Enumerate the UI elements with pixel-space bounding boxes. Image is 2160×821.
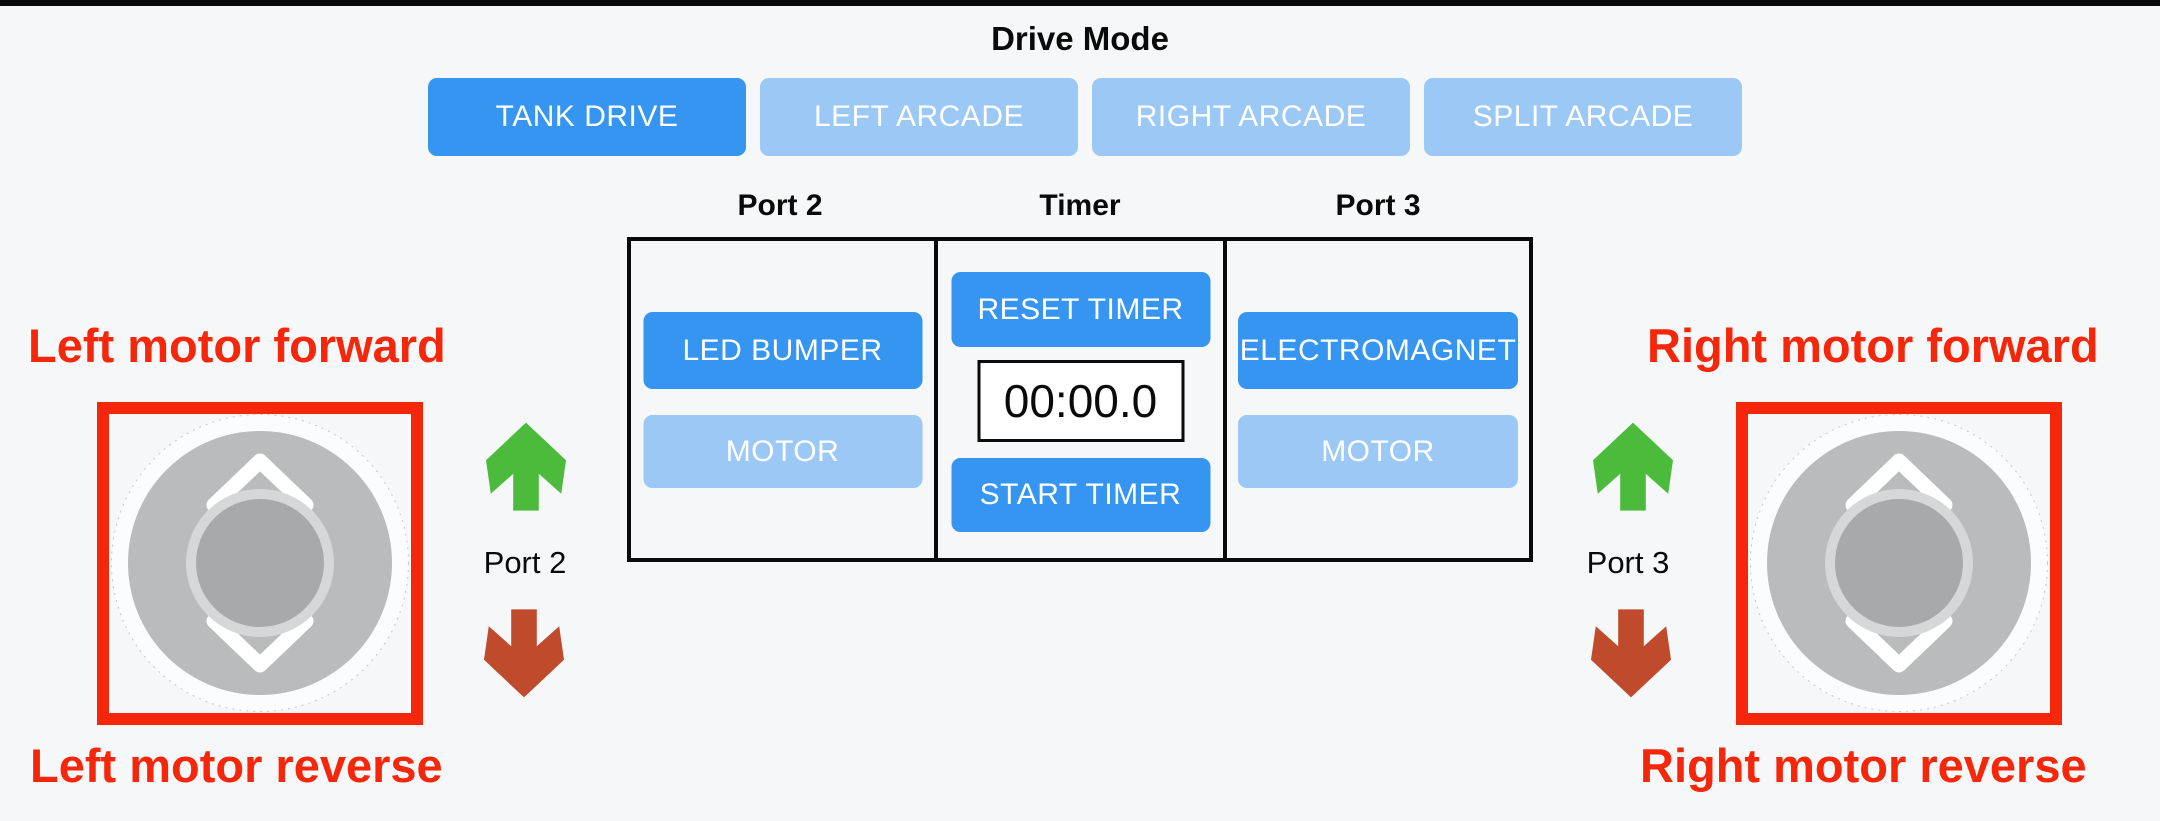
right-reverse-arrow-icon <box>1591 606 1671 700</box>
joystick-knob[interactable] <box>196 499 324 627</box>
port3-motor-button[interactable]: MOTOR <box>1238 415 1518 488</box>
chevron-up-icon <box>206 453 314 513</box>
joystick-knob[interactable] <box>1835 499 1963 627</box>
port2-column: LED BUMPER MOTOR <box>631 241 934 558</box>
tank-drive-button[interactable]: TANK DRIVE <box>428 78 746 156</box>
right-arcade-button[interactable]: RIGHT ARCADE <box>1092 78 1410 156</box>
left-motor-reverse-label: Left motor reverse <box>30 739 443 792</box>
drive-mode-button-group: TANK DRIVE LEFT ARCADE RIGHT ARCADE SPLI… <box>428 78 1742 156</box>
left-motor-forward-label: Left motor forward <box>28 319 446 372</box>
right-port-label: Port 3 <box>1586 545 1670 580</box>
timer-column-header: Timer <box>1039 189 1121 222</box>
chevron-down-icon <box>206 613 314 673</box>
top-border-bar <box>0 0 2160 6</box>
chevron-up-icon <box>1845 453 1953 513</box>
port3-column: ELECTROMAGNET MOTOR <box>1223 241 1529 558</box>
chevron-down-icon <box>1845 613 1953 673</box>
led-bumper-button[interactable]: LED BUMPER <box>643 312 922 389</box>
left-port-label: Port 2 <box>483 545 567 580</box>
reset-timer-button[interactable]: RESET TIMER <box>951 272 1210 347</box>
port2-motor-button[interactable]: MOTOR <box>643 415 922 488</box>
left-joystick-highlight-box <box>97 402 423 725</box>
right-joystick[interactable] <box>1749 413 2049 713</box>
device-control-panel: LED BUMPER MOTOR RESET TIMER 00:00.0 STA… <box>627 237 1533 562</box>
right-joystick-highlight-box <box>1736 402 2062 725</box>
left-arcade-button[interactable]: LEFT ARCADE <box>760 78 1078 156</box>
port3-column-header: Port 3 <box>1335 189 1421 222</box>
right-motor-forward-label: Right motor forward <box>1647 319 2099 372</box>
right-joystick-graphic <box>1750 414 2048 712</box>
electromagnet-button[interactable]: ELECTROMAGNET <box>1238 312 1518 389</box>
timer-column: RESET TIMER 00:00.0 START TIMER <box>934 241 1223 558</box>
left-joystick-graphic <box>111 414 409 712</box>
port2-column-header: Port 2 <box>737 189 823 222</box>
drive-mode-title: Drive Mode <box>991 20 1169 57</box>
right-forward-arrow-icon <box>1593 421 1673 513</box>
right-motor-reverse-label: Right motor reverse <box>1640 739 2087 792</box>
split-arcade-button[interactable]: SPLIT ARCADE <box>1424 78 1742 156</box>
timer-display: 00:00.0 <box>977 360 1184 442</box>
left-forward-arrow-icon <box>486 421 566 513</box>
left-joystick[interactable] <box>110 413 410 713</box>
left-reverse-arrow-icon <box>484 606 564 700</box>
start-timer-button[interactable]: START TIMER <box>951 458 1210 532</box>
